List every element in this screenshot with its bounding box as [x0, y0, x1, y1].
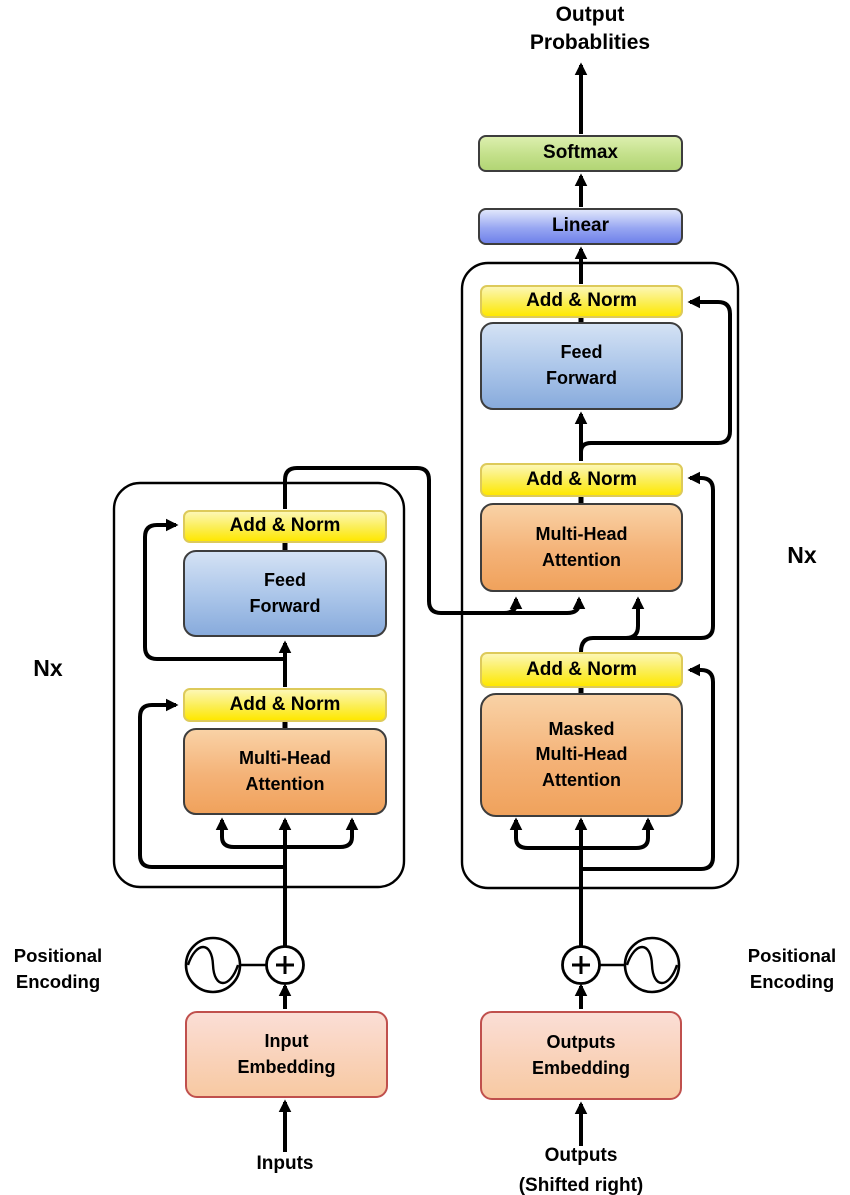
nx-label-right: Nx: [787, 542, 817, 568]
positional-encoding-label-left: Positional Encoding: [13, 945, 103, 992]
softmax-box: Softmax: [478, 135, 683, 172]
encoder-add-norm-top-box: Add & Norm: [183, 510, 387, 543]
encoder-residual-attention: [138, 698, 285, 869]
connection-arrows: [138, 62, 732, 1152]
positional-encoding-icon-left: [184, 936, 266, 994]
sine-wave-icon: [625, 946, 679, 984]
encoder-add-norm-bottom-box: Add & Norm: [183, 688, 387, 722]
arrow-query-into-cross-attention: [616, 596, 645, 640]
arrow-into-masked-attention-k: [581, 817, 655, 850]
nx-label-left: Nx: [33, 655, 63, 681]
add-icon-left: [265, 945, 305, 985]
encoder-feed-forward-box: Feed Forward: [183, 550, 387, 637]
positional-encoding-icon-right: [600, 936, 681, 994]
stack-containers: [112, 261, 740, 890]
positional-encoding-icons: [184, 936, 681, 994]
sine-wave-icon: [186, 946, 240, 984]
outputs-embedding-box: Outputs Embedding: [480, 1011, 682, 1100]
decoder-add-norm-mid-box: Add & Norm: [480, 463, 683, 497]
encoder-residual-feedforward: [143, 518, 285, 661]
decoder-feed-forward-box: Feed Forward: [480, 322, 683, 410]
add-icon-right: [561, 945, 601, 985]
inputs-label: Inputs: [256, 1153, 314, 1174]
decoder-residual-masked-attention: [581, 663, 715, 871]
decoder-residual-cross-attention: [579, 471, 715, 653]
encoder-output-to-decoder-kv: [283, 466, 586, 615]
masked-multi-head-attention-box: Masked Multi-Head Attention: [480, 693, 683, 817]
linear-box: Linear: [478, 208, 683, 245]
arrow-into-encoder-attention-k: [285, 817, 359, 849]
encoder-stack-outline: [112, 481, 406, 889]
positional-encoding-label-right: Positional Encoding: [747, 945, 837, 992]
decoder-add-norm-bottom-box: Add & Norm: [480, 652, 683, 688]
decoder-multi-head-attention-box: Multi-Head Attention: [480, 503, 683, 592]
decoder-add-norm-top-box: Add & Norm: [480, 285, 683, 318]
encoder-multi-head-attention-box: Multi-Head Attention: [183, 728, 387, 815]
arrow-into-encoder-attention-q: [215, 817, 285, 849]
input-embedding-box: Input Embedding: [185, 1011, 388, 1098]
arrow-into-masked-attention-q: [509, 817, 581, 850]
encoder-output-branch-k: [498, 596, 523, 615]
decoder-residual-feedforward: [579, 295, 732, 453]
decoder-stack-outline: [460, 261, 740, 890]
outputs-shifted-right-label: Outputs (Shifted right): [518, 1145, 644, 1195]
output-probablities-label: Output Probablities: [529, 3, 651, 54]
